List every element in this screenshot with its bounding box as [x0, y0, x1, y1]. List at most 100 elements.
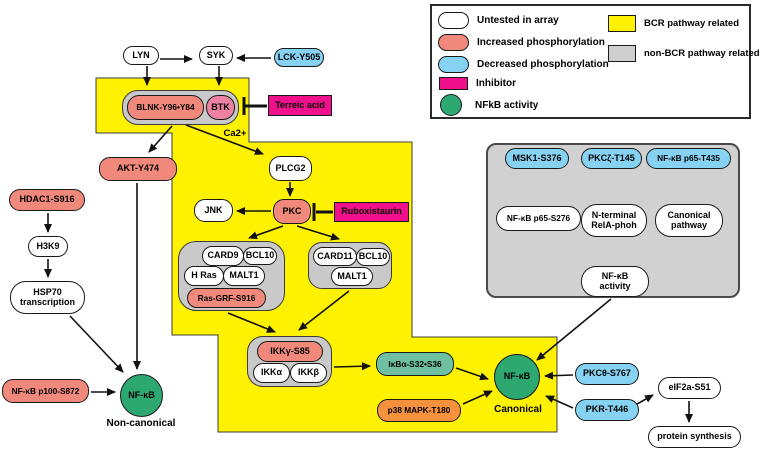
node-h-ras: H Ras	[184, 266, 224, 286]
node-bcl10-right: BCL10	[356, 248, 390, 266]
node-hdac1-s916: HDAC1-S916	[9, 189, 85, 211]
node-label: HDAC1-S916	[19, 194, 75, 205]
node-ikk-beta: IKKβ	[290, 363, 327, 383]
node-nfkb-canonical: NF-κB	[494, 354, 540, 400]
node-label: PKR-T446	[585, 404, 629, 415]
legend-item-decreased: Decreased phosphorylation	[438, 56, 609, 73]
node-malt1-left: MALT1	[223, 266, 265, 286]
legend-label: non-BCR pathway related	[644, 48, 760, 59]
node-label: MALT1	[337, 270, 367, 281]
node-label: eIF2a-S51	[668, 382, 711, 393]
node-nfkb-noncanonical: NF-κB	[120, 374, 163, 417]
node-label-line2: activity	[599, 280, 631, 291]
node-label: NF-κB	[503, 371, 531, 382]
legend-label: BCR pathway related	[644, 18, 740, 29]
node-label: CARD11	[317, 250, 353, 261]
legend-label: NFkB activity	[475, 99, 539, 111]
non-canonical-label: Non-canonical	[106, 418, 176, 429]
node-label-line1: NF-κB	[601, 271, 629, 282]
decreased-swatch	[438, 56, 469, 73]
node-card9: CARD9	[202, 246, 244, 266]
inhibitor-tbars	[242, 97, 333, 221]
node-jnk: JNK	[194, 199, 233, 222]
node-label: IκBα-S32•S36	[388, 358, 442, 369]
node-hsp70-transcription: HSP70 transcription	[10, 281, 85, 314]
increased-swatch	[438, 34, 469, 51]
node-label: Ruboxistaurin	[341, 206, 402, 217]
canonical-label: Canonical	[494, 404, 542, 415]
node-label: protein synthesis	[657, 431, 732, 442]
node-lyn: LYN	[123, 46, 159, 65]
legend-label: Untested in array	[477, 15, 559, 26]
node-akt-y474: AKT-Y474	[99, 157, 177, 181]
node-label: SYK	[206, 49, 226, 60]
node-syk: SYK	[199, 46, 233, 65]
node-label-line1: HSP70	[33, 287, 62, 298]
node-label: Ras-GRF-S916	[197, 292, 256, 303]
legend-label: Inhibitor	[476, 78, 516, 89]
node-label: PKCζ-T145	[588, 152, 635, 163]
node-label: Terreic acid	[275, 99, 325, 110]
node-pkr-t446: PKR-T446	[575, 399, 639, 421]
node-h3k9: H3K9	[28, 236, 68, 257]
node-malt1-right: MALT1	[331, 267, 373, 286]
node-ikba-s32-s36: IκBα-S32•S36	[376, 352, 454, 376]
node-protein-synthesis: protein synthesis	[648, 426, 741, 448]
node-ikk-gamma-s85: IKKγ-S85	[257, 341, 323, 362]
node-p38-mapk-t180: p38 MAPK-T180	[377, 399, 461, 422]
node-blnk: BLNK-Y96•Y84	[127, 95, 204, 120]
node-label: H Ras	[191, 270, 217, 281]
node-label: H3K9	[36, 240, 60, 251]
legend-box: Untested in array Increased phosphorylat…	[430, 4, 760, 119]
node-terreic-acid: Terreic acid	[268, 95, 332, 116]
node-lck-y505: LCK-Y505	[274, 48, 324, 67]
node-label: BTK	[211, 101, 230, 112]
legend-item-bcr: BCR pathway related	[608, 15, 739, 32]
node-nterminal-rela-phoh: N-terminal RelA-phoh	[581, 204, 647, 237]
node-label: CARD9	[207, 250, 239, 261]
node-nfkb-p65-s276: NF-κB p65-S276	[496, 206, 581, 231]
node-label-line1: Canonical	[667, 210, 711, 221]
node-plcg2: PLCG2	[269, 156, 312, 181]
legend-item-nfkb: NFkB activity	[440, 94, 538, 116]
node-label: p38 MAPK-T180	[387, 405, 451, 416]
node-label: JNK	[204, 204, 223, 215]
legend-item-increased: Increased phosphorylation	[438, 34, 605, 51]
node-label: IKKα	[260, 367, 283, 378]
nonbcr-swatch	[608, 45, 636, 62]
node-pkc-theta-s767: PKCθ-S767	[575, 363, 639, 385]
node-label: BLNK-Y96•Y84	[136, 102, 195, 113]
node-label-line2: pathway	[670, 219, 707, 230]
node-btk: BTK	[206, 95, 235, 120]
node-label-line2: transcription	[19, 296, 75, 307]
node-nfkb-p100-s872: NF-κB p100-S872	[2, 379, 89, 403]
legend-label: Decreased phosphorylation	[477, 59, 609, 70]
node-label: NF-κB p100-S872	[11, 385, 80, 396]
node-nfkb-p65-t435: NF-κB p65-T435	[646, 148, 731, 169]
node-label: PKCθ-S767	[583, 368, 631, 379]
node-ras-grf-s916: Ras-GRF-S916	[187, 288, 266, 308]
node-nfkb-activity: NF-κB activity	[581, 266, 649, 297]
node-label: PKC	[282, 205, 302, 216]
node-label: AKT-Y474	[116, 163, 160, 174]
legend-item-nonbcr: non-BCR pathway related	[608, 45, 760, 62]
node-ikk-alpha: IKKα	[253, 363, 290, 383]
untested-swatch	[438, 12, 469, 29]
node-label: PLCG2	[275, 162, 306, 173]
node-label: LYN	[132, 49, 150, 60]
nfkb-swatch	[440, 94, 462, 116]
node-label: NF-κB	[128, 389, 155, 400]
node-label: BCL10	[245, 250, 275, 261]
inhibitor-swatch	[439, 77, 468, 90]
node-label: MALT1	[229, 270, 259, 281]
node-label: LCK-Y505	[277, 51, 321, 62]
node-canonical-pathway: Canonical pathway	[655, 204, 723, 237]
node-msk1-s376: MSK1-S376	[505, 148, 569, 169]
node-eif2a-s51: eIF2a-S51	[658, 377, 721, 399]
node-bcl10-left: BCL10	[243, 247, 277, 265]
node-label-line2: RelA-phoh	[591, 219, 637, 230]
node-label: NF-κB p65-T435	[657, 153, 720, 164]
node-pkc-zeta-t145: PKCζ-T145	[581, 148, 642, 169]
bcr-swatch	[608, 15, 636, 32]
